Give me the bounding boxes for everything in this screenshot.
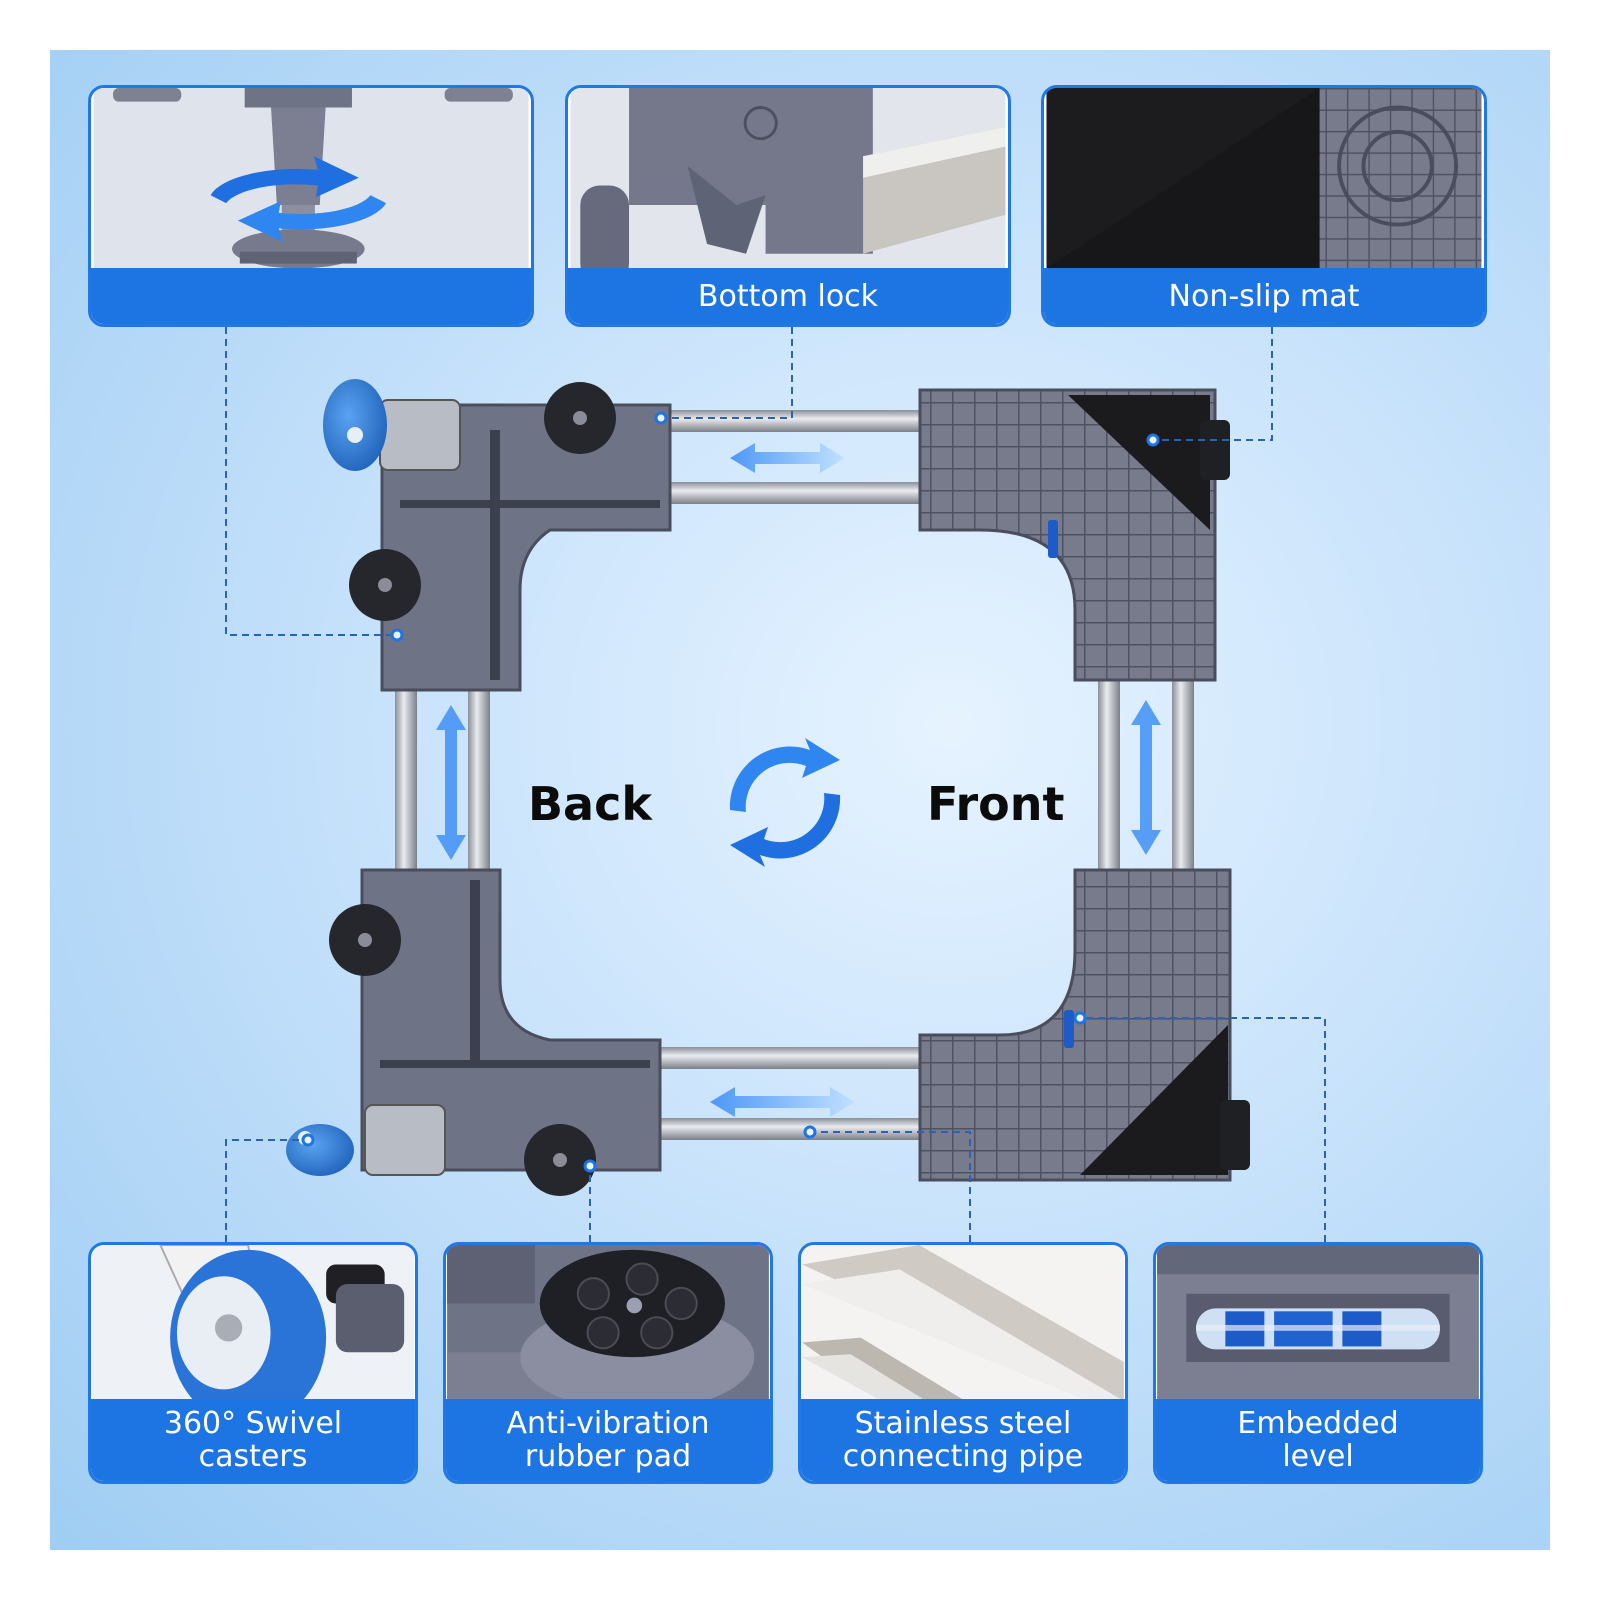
back-label: Back [528, 777, 652, 831]
caster-back-top [323, 379, 461, 471]
level-bubble-bottom [1064, 1010, 1074, 1048]
feature-label-bottom-lock: Bottom lock [568, 268, 1008, 324]
non-slip-pad-bottom [1080, 1025, 1228, 1175]
rotate-arrows-icon [729, 738, 841, 867]
feature-card-non-slip-mat: Non-slip mat [1041, 85, 1487, 327]
product-infographic: Back Front Bottom [50, 50, 1550, 1550]
rubber-foot-back-top-2 [349, 549, 421, 621]
feature-label-steel-pipe: Stainless steel connecting pipe [801, 1399, 1125, 1481]
callout-dot-height [390, 628, 404, 642]
non-slip-pad-top [1068, 395, 1210, 530]
wheel-front-top [1200, 420, 1230, 480]
corner-back-bottom [286, 868, 662, 1196]
expand-arrow-bottom [710, 1087, 855, 1117]
connecting-pipe-top [670, 410, 970, 504]
feature-label-non-slip-mat: Non-slip mat [1044, 268, 1484, 324]
callout-dot-caster [301, 1133, 315, 1147]
callout-dot-pipe [803, 1125, 817, 1139]
rotate-arrows-icon [210, 156, 359, 204]
connecting-pipe-bottom [660, 1047, 980, 1140]
feature-label-rubber-pad: Anti-vibration rubber pad [446, 1399, 770, 1481]
feature-label-casters: 360° Swivel casters [91, 1399, 415, 1481]
expand-arrow-left [436, 705, 466, 860]
corner-front-bottom [918, 868, 1250, 1182]
washer-base-stand [286, 379, 1250, 1196]
expand-arrow-right [1131, 700, 1161, 855]
feature-card-bottom-lock: Bottom lock [565, 85, 1011, 327]
feature-label-height-adjust [91, 268, 531, 324]
feature-card-casters: 360° Swivel casters [88, 1242, 418, 1484]
expand-arrow-top [730, 443, 845, 473]
connecting-pipe-left [395, 680, 490, 880]
corner-front-top [918, 388, 1230, 682]
feature-card-steel-pipe: Stainless steel connecting pipe [798, 1242, 1128, 1484]
callout-dot-level [1073, 1011, 1087, 1025]
front-label: Front [927, 777, 1065, 831]
feature-card-height-adjust [88, 85, 534, 327]
callout-dot-lock [654, 411, 668, 425]
feature-card-rubber-pad: Anti-vibration rubber pad [443, 1242, 773, 1484]
feature-card-level: Embedded level [1153, 1242, 1483, 1484]
wheel-front-bottom [1220, 1100, 1250, 1170]
callout-dot-pad [583, 1159, 597, 1173]
connecting-pipe-right [1098, 670, 1194, 880]
feature-label-level: Embedded level [1156, 1399, 1480, 1481]
rubber-foot-back-top-1 [544, 382, 616, 454]
rubber-foot-back-bottom-2 [524, 1124, 596, 1196]
corner-back-top [323, 379, 672, 692]
callout-lines [225, 327, 1326, 1242]
callout-dot-mat [1146, 433, 1160, 447]
rubber-foot-back-bottom-1 [329, 904, 401, 976]
level-bubble-top [1048, 520, 1058, 558]
